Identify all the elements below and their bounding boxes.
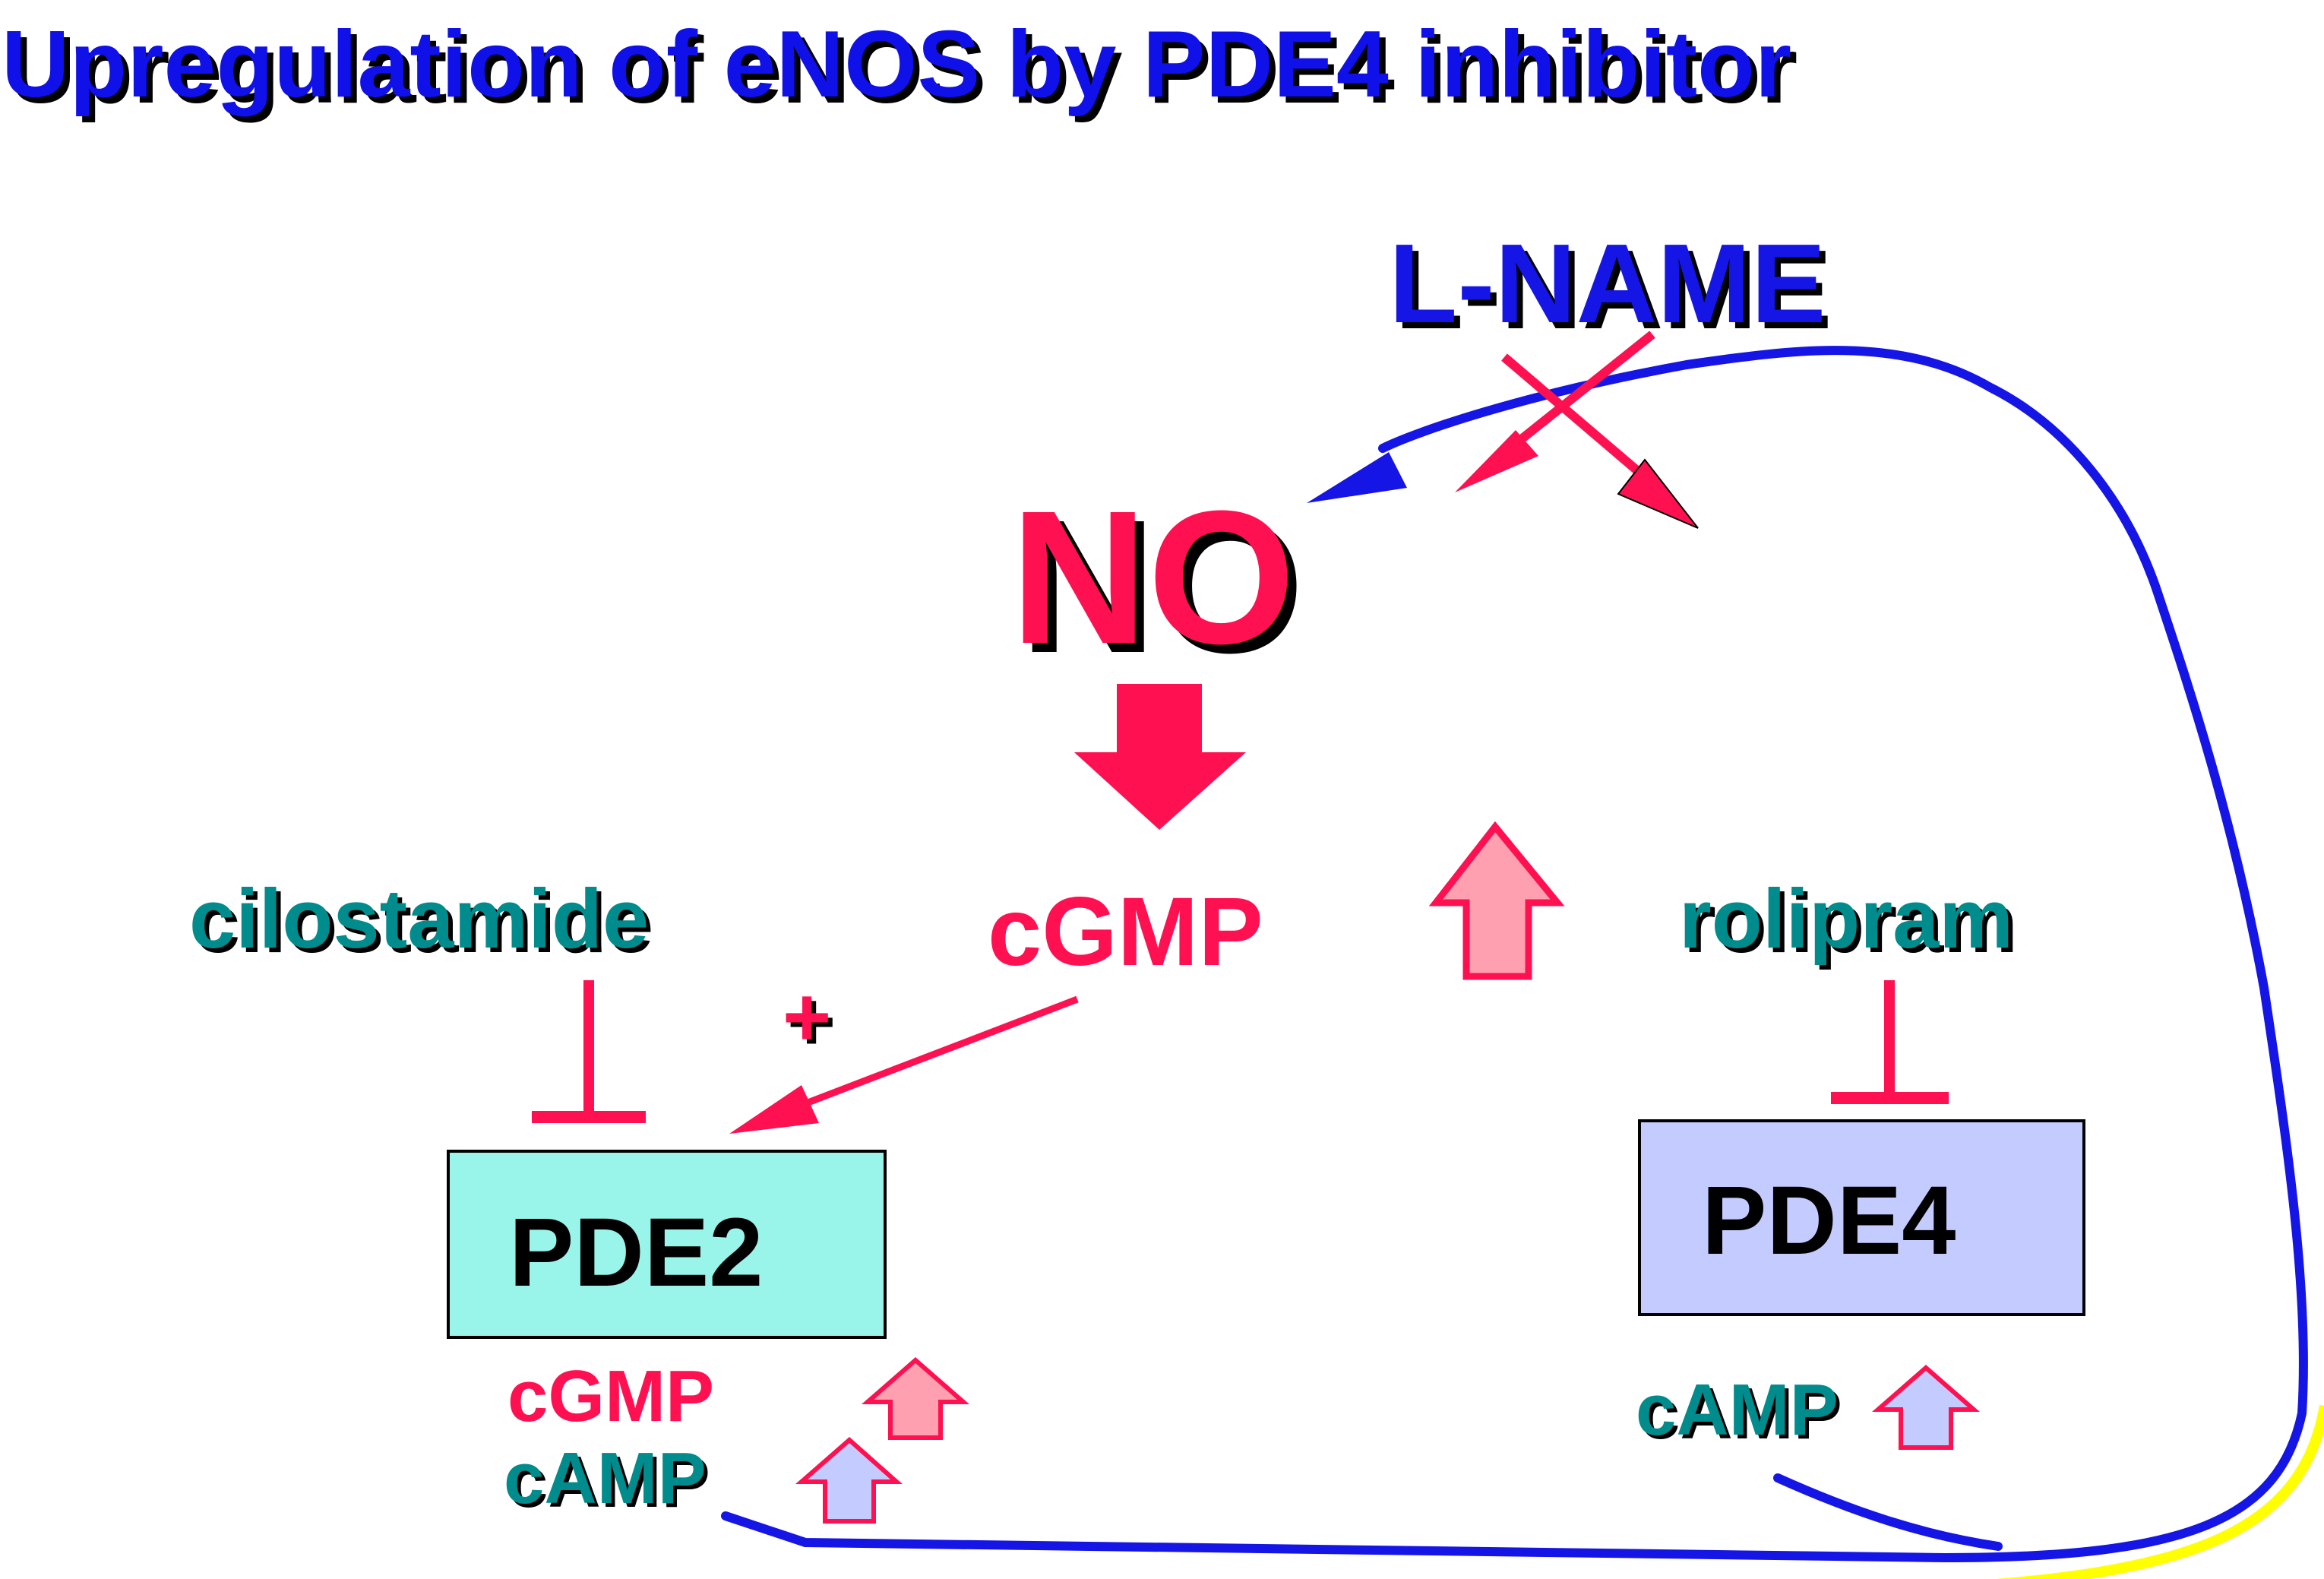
- slide-title-text: Upregulation of eNOS by PDE4 inhibitor: [2, 12, 1791, 117]
- cilostamide-inhibition-bar: [532, 980, 646, 1123]
- cilostamide-label: cilostamide cilostamide: [189, 872, 653, 970]
- no-shadow: NO: [1020, 480, 1304, 692]
- pde4-box: [1638, 1119, 2085, 1316]
- pde2-label: PDE2: [509, 1198, 763, 1307]
- pde2-camp-shadow: cAMP: [507, 1441, 710, 1523]
- plus-shadow: +: [787, 975, 836, 1068]
- cgmp-center-label: cGMP: [988, 878, 1263, 986]
- rolipram-label: rolipram rolipram: [1679, 872, 2018, 970]
- pde4-camp-shadow: cAMP: [1639, 1373, 1842, 1454]
- l-name-inhibition-cross: [1455, 331, 1699, 529]
- feedback-loop-line: [721, 346, 2308, 1563]
- pde2-cgmp-up-arrow: [862, 1357, 969, 1440]
- pde4-camp-label: cAMP: [1636, 1369, 1839, 1451]
- no-label: NO NO: [1010, 471, 1304, 692]
- feedback-arrowhead-to-no: [1307, 452, 1407, 503]
- pde2-box: [447, 1150, 887, 1339]
- rolipram-shadow: rolipram: [1684, 877, 2018, 970]
- slide-title-shadow: Upregulation of eNOS by PDE4 inhibitor: [8, 18, 1798, 123]
- pde4-label: PDE4: [1702, 1166, 1956, 1275]
- plus-sign: +: [783, 970, 831, 1064]
- l-name-label: L-NAME L-NAME: [1389, 221, 1832, 353]
- cilostamide-shadow: cilostamide: [194, 877, 653, 970]
- no-to-cgmp-arrow: [1074, 684, 1246, 830]
- rolipram-inhibition-bar: [1831, 980, 1949, 1104]
- cilostamide-text: cilostamide: [189, 872, 649, 966]
- rolipram-text: rolipram: [1679, 872, 2013, 966]
- pde4-camp-branch-line: [1773, 1473, 2003, 1551]
- pde2-camp-up-arrow: [795, 1437, 903, 1524]
- pde4-camp-up-arrow: [1872, 1365, 1980, 1450]
- pde2-camp-label: cAMP: [504, 1438, 707, 1519]
- no-text: NO: [1010, 471, 1295, 683]
- slide-title: Upregulation of eNOS by PDE4 inhibitor U…: [2, 12, 1798, 123]
- l-name-text: L-NAME: [1389, 221, 1826, 346]
- cgmp-increase-arrow: [1428, 821, 1565, 980]
- l-name-shadow: L-NAME: [1395, 227, 1832, 353]
- feedback-loop-yellow-edge: [1997, 1404, 2324, 1579]
- cgmp-to-pde2-arrow: [729, 995, 1079, 1134]
- pde2-cgmp-label: cGMP: [507, 1356, 714, 1437]
